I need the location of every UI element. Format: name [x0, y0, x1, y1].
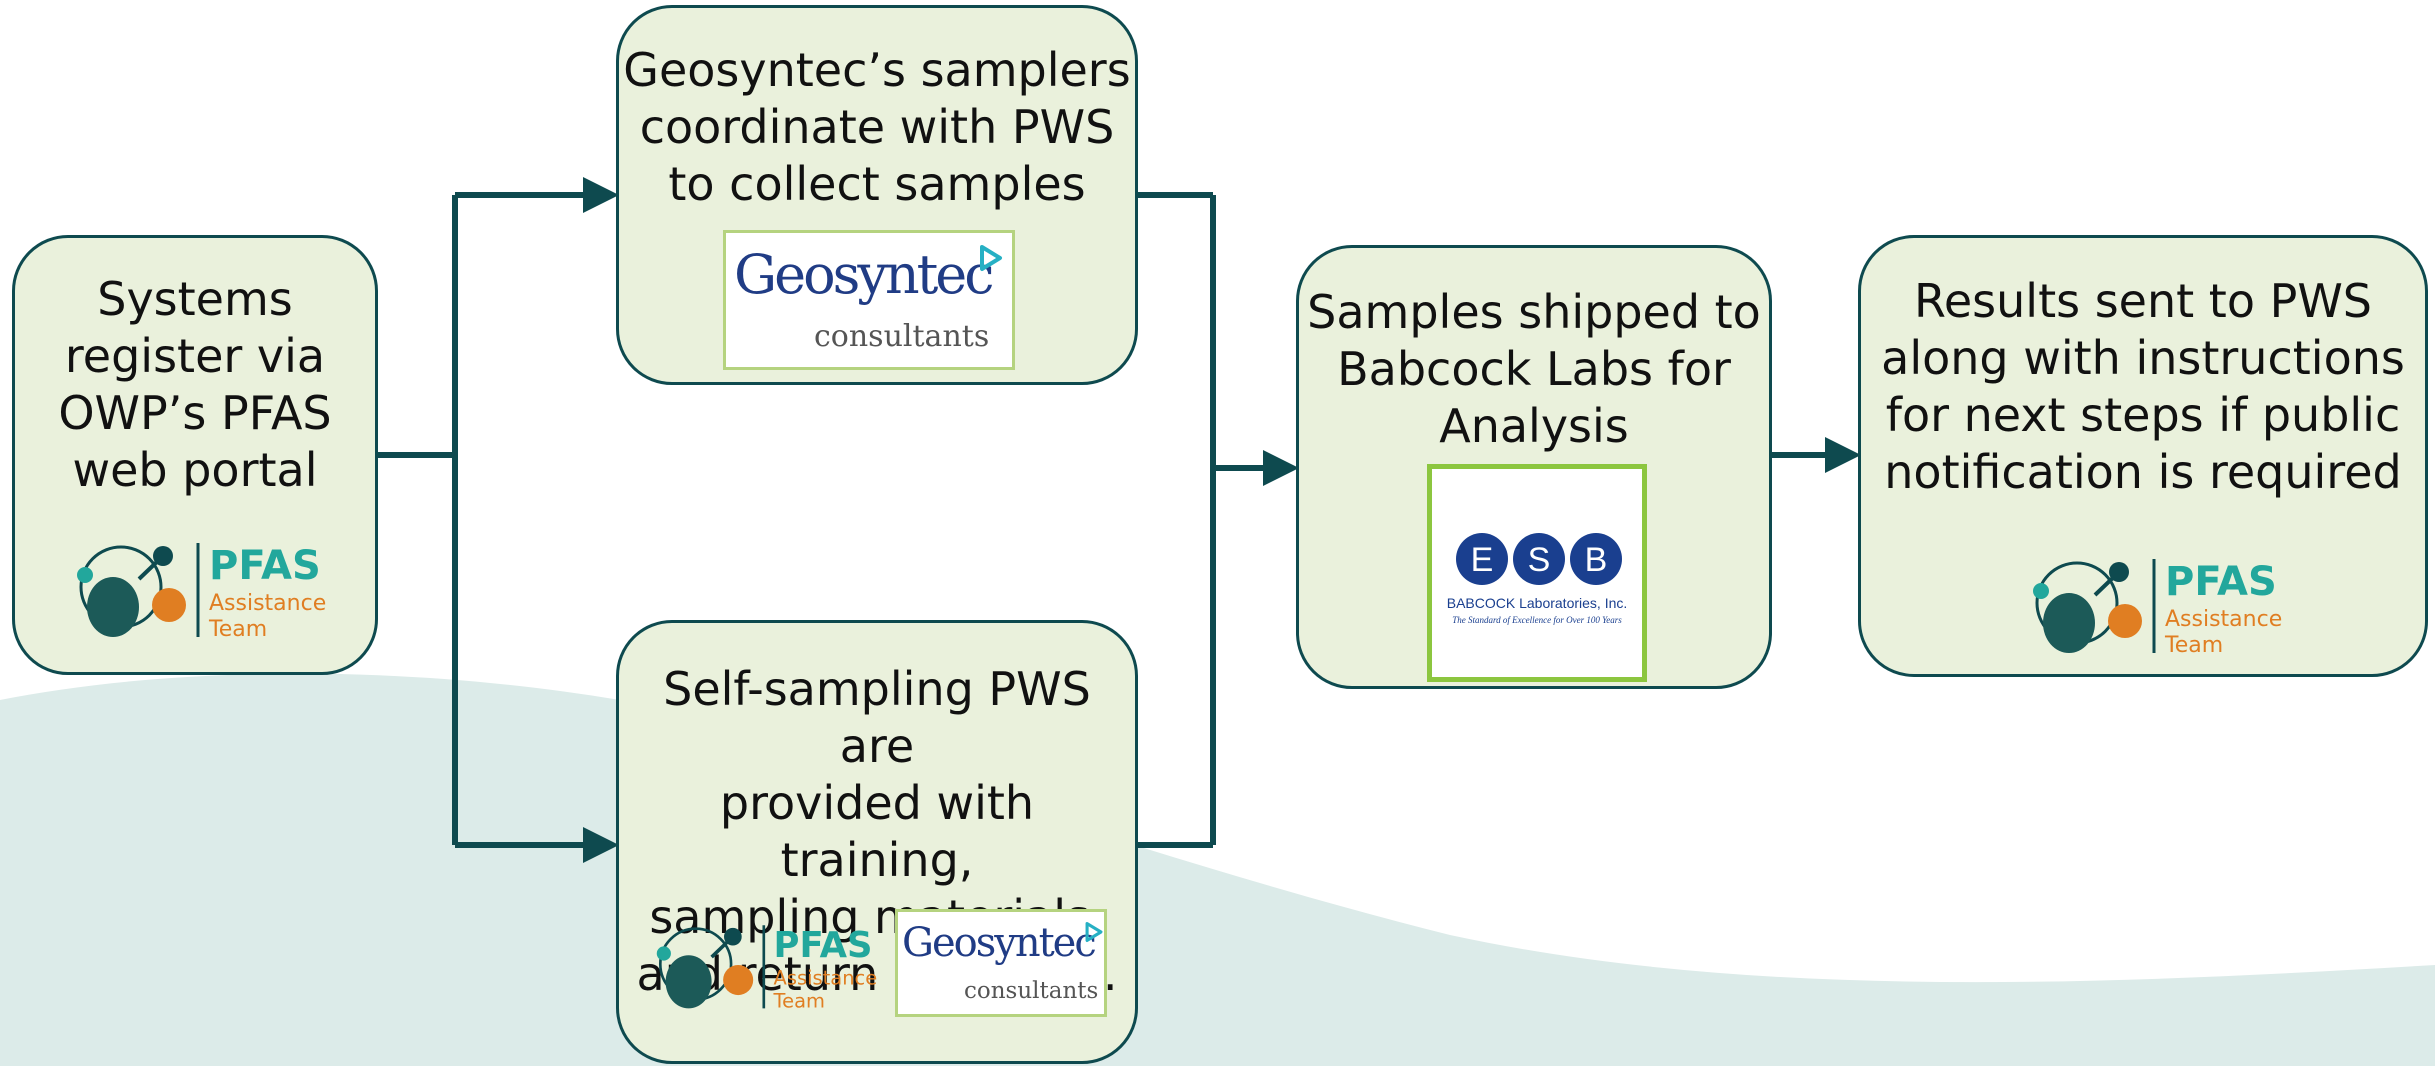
step-register-text: Systems register via OWP’s PFAS web port… — [58, 272, 332, 497]
pfas-logo-assistance: Assistance — [774, 966, 878, 989]
geosyntec-play-icon — [980, 245, 1002, 271]
pfas-logo-team: Team — [208, 617, 267, 642]
geosyntec-logo: Geosyntec consultants — [895, 909, 1107, 1017]
pfas-assistance-team-logo: PFAS Assistance Team — [77, 543, 326, 642]
geosyntec-logo-word: Geosyntec — [734, 243, 995, 306]
geosyntec-logo-word: Geosyntec — [902, 920, 1097, 966]
geosyntec-logo: Geosyntec consultants — [723, 230, 1015, 370]
pfas-logo-team: Team — [2164, 633, 2223, 658]
babcock-esb-mark: E S B — [1456, 533, 1622, 585]
step-self-sampling-box: Self-sampling PWS are provided with trai… — [616, 620, 1138, 1064]
pfas-logo-title: PFAS — [774, 925, 873, 966]
geosyntec-play-icon — [1085, 922, 1103, 942]
pfas-assistance-team-logo: PFAS Assistance Team — [656, 925, 878, 1012]
geosyntec-logo-sub: consultants — [964, 978, 1099, 1004]
babcock-letter-b: B — [1585, 541, 1608, 579]
pfas-logo-assistance: Assistance — [209, 591, 326, 616]
pfas-assistance-team-logo: PFAS Assistance Team — [2033, 559, 2282, 658]
babcock-name: BABCOCK Laboratories, Inc. — [1446, 595, 1628, 611]
step-geosyntec-sampling-text: Geosyntec’s samplers coordinate with PWS… — [623, 43, 1131, 211]
step-geosyntec-sampling-box: Geosyntec’s samplers coordinate with PWS… — [616, 5, 1138, 385]
pfas-logo-assistance: Assistance — [2165, 607, 2282, 632]
babcock-letter-s: S — [1528, 541, 1551, 579]
babcock-logo: E S B BABCOCK Laboratories, Inc. The Sta… — [1427, 464, 1647, 682]
babcock-letter-e: E — [1471, 541, 1494, 579]
pfas-logo-team: Team — [773, 989, 825, 1012]
step-register-box: Systems register via OWP’s PFAS web port… — [12, 235, 378, 675]
pfas-logo-title: PFAS — [2165, 559, 2277, 605]
step-results-text: Results sent to PWS along with instructi… — [1881, 274, 2405, 499]
step-shipping-text: Samples shipped to Babcock Labs for Anal… — [1307, 285, 1761, 453]
pfas-logo-title: PFAS — [209, 543, 321, 589]
step-shipping-box: Samples shipped to Babcock Labs for Anal… — [1296, 245, 1772, 689]
geosyntec-logo-sub: consultants — [814, 319, 990, 354]
babcock-tagline: The Standard of Excellence for Over 100 … — [1452, 615, 1622, 625]
step-results-box: Results sent to PWS along with instructi… — [1858, 235, 2428, 677]
